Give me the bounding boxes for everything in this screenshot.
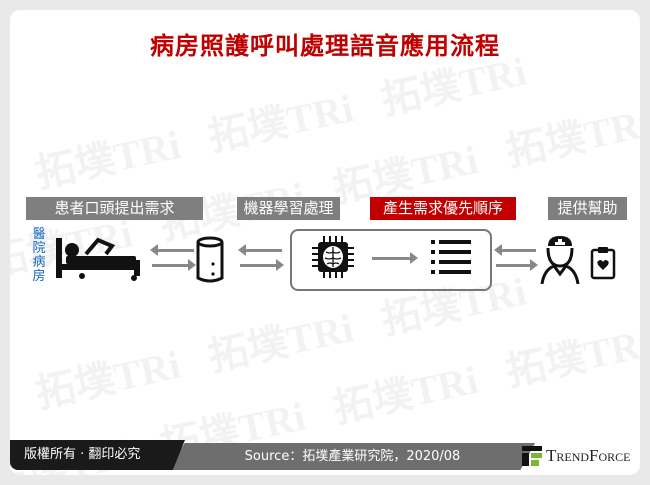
arrow-left-icon — [494, 244, 536, 256]
step-label-machine-learning: 機器學習處理 — [237, 197, 340, 220]
step-label-priority: 產生需求優先順序 — [370, 197, 516, 220]
trendforce-logo-icon — [522, 446, 542, 466]
step-label-patient-request: 患者口頭提出需求 — [26, 197, 203, 220]
arrow-right-icon — [240, 259, 284, 271]
clipboard-heart-icon — [590, 247, 616, 280]
source-text: Source：拓墣產業研究院，2020/08 — [170, 443, 535, 470]
arrow-right-icon — [152, 259, 196, 271]
footer: Source：拓墣產業研究院，2020/08 版權所有 · 翻印必究 Trend… — [10, 440, 640, 470]
arrow-left-icon — [150, 244, 194, 256]
nurse-icon — [540, 236, 580, 284]
trendforce-logo-text: TrendForce — [546, 446, 631, 465]
priority-list-icon — [431, 240, 471, 274]
ai-chip-brain-icon — [312, 236, 354, 278]
trendforce-logo: TrendForce — [522, 444, 631, 468]
hospital-ward-label: 醫院病房 — [32, 227, 46, 284]
arrow-right-icon — [372, 252, 418, 264]
diagram-title: 病房照護呼叫處理語音應用流程 — [150, 31, 500, 60]
arrow-right-icon — [496, 259, 538, 271]
smart-speaker-icon — [196, 236, 224, 283]
processing-group-box — [290, 229, 492, 291]
patient-bed-icon — [56, 237, 140, 281]
step-label-provide-help: 提供幫助 — [548, 197, 627, 220]
arrow-left-icon — [238, 244, 282, 256]
copyright-text: 版權所有 · 翻印必究 — [10, 440, 185, 470]
